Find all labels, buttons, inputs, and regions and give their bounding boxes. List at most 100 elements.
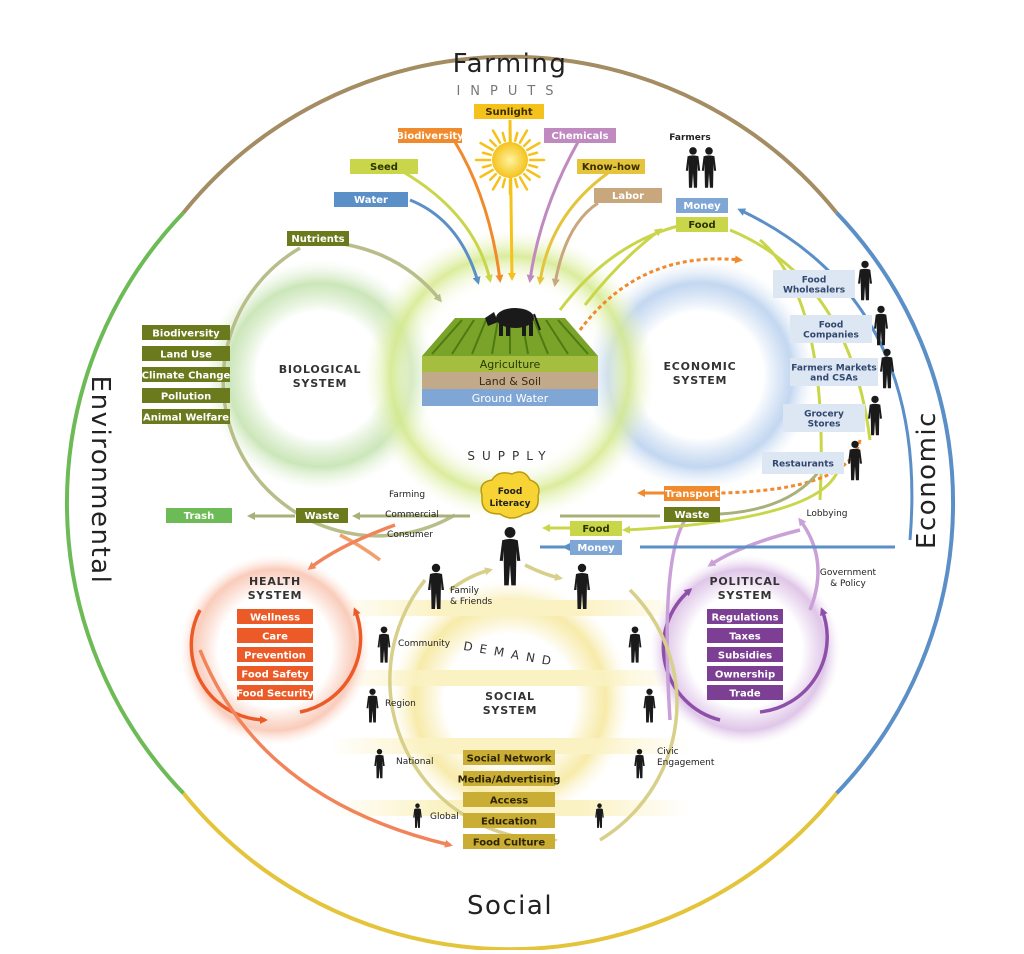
inputs-title: INPUTS [456, 84, 563, 99]
political-cycle-left [661, 588, 721, 722]
economic-actor-label: Wholesalers [783, 286, 845, 296]
straight-arrows [247, 489, 895, 551]
food-to-consumer-arc [622, 469, 840, 534]
sun-ray [526, 141, 541, 152]
economic-actor-person-icon [880, 348, 894, 389]
economic-actor-person-icon [868, 395, 882, 436]
biological-item-label: Climate Change [142, 370, 231, 381]
input-seed: Seed [350, 159, 418, 174]
national-label: National [396, 757, 434, 767]
political-item-label: Subsidies [718, 650, 772, 661]
political-item-label: Regulations [711, 612, 778, 623]
cow-icon [485, 308, 541, 336]
economic-actor-label: Companies [803, 331, 859, 341]
community-label: Community [398, 639, 451, 649]
food-literacy-cloud [480, 471, 540, 519]
health-item-label: Food Safety [241, 669, 309, 680]
economic-actor-label: Food [802, 276, 827, 286]
community-person-right-icon [628, 626, 642, 663]
biological-item-box [142, 409, 230, 424]
biological-item-label: Pollution [161, 391, 211, 402]
social-item-box [463, 792, 555, 807]
social-item-box [463, 834, 555, 849]
sun-icon [474, 124, 546, 196]
layer-land-soil [422, 372, 598, 389]
labor-arrow [551, 201, 599, 287]
layer-ground-water [422, 389, 598, 406]
transport-dashed-return [719, 439, 862, 495]
sun-ray [522, 138, 532, 148]
political-item-label: Trade [729, 688, 761, 699]
social-item-label: Education [481, 816, 537, 827]
transport-box [664, 486, 720, 501]
ring-arc-environmental [64, 211, 185, 795]
health-item-label: Prevention [244, 650, 306, 661]
social-title-line2: SYSTEM [483, 704, 538, 717]
input-labor-box [594, 188, 662, 203]
flow-food-label: Food [582, 524, 609, 535]
economic-actor-person-icon [874, 305, 888, 346]
social-item-box [463, 813, 555, 828]
chemicals-arrow [526, 141, 580, 283]
farm-block: Agriculture Land & Soil Ground Water [422, 308, 598, 406]
biological-title-line1: BIOLOGICAL [279, 363, 362, 376]
political-title-line1: POLITICAL [710, 575, 781, 588]
political-item-box [707, 609, 783, 624]
political-system: POLITICAL SYSTEM Government & Policy Reg… [707, 568, 877, 700]
sun-ray [481, 151, 492, 157]
health-item-label: Wellness [250, 612, 300, 623]
sun-ray [513, 131, 519, 142]
health-cycle-right [299, 607, 363, 714]
money-box-top [676, 198, 728, 213]
sun-ray [518, 176, 529, 191]
health-item-box [237, 647, 313, 662]
knowhow-arrow [536, 171, 609, 285]
health-system: HEALTH SYSTEM WellnessCarePreventionFood… [236, 575, 314, 700]
farmers-label: Farmers [669, 133, 710, 143]
social-glow [390, 580, 630, 820]
social-item-label: Social Network [467, 753, 552, 764]
health-cycle-left [189, 609, 268, 724]
social-items: Social NetworkMedia/AdvertisingAccessEdu… [458, 750, 560, 849]
health-item-label: Food Security [236, 688, 314, 699]
economic-actor-label: Restaurants [772, 460, 834, 470]
food-box-top [676, 217, 728, 232]
economic-title-line1: ECONOMIC [663, 360, 736, 373]
input-sunlight: Sunlight [474, 104, 544, 119]
sun-ray [528, 163, 539, 169]
food-label-top: Food [688, 220, 715, 231]
sun-core [492, 142, 528, 178]
region-label: Region [385, 699, 416, 709]
region-person-icon [366, 688, 379, 723]
family-to-literacy-arc [448, 567, 493, 592]
input-boxes: Sunlight Biodiversity Chemicals Seed Kno… [334, 104, 662, 207]
input-sunlight-label: Sunlight [485, 107, 533, 118]
social-item-box [463, 771, 555, 786]
biological-item-label: Animal Welfare [143, 412, 229, 423]
biological-item-label: Biodiversity [152, 328, 220, 339]
social-item-label: Access [490, 795, 528, 806]
social-band-3 [330, 738, 690, 754]
health-item-box [237, 685, 313, 700]
region-person-right-icon [643, 688, 656, 723]
sun-ray [501, 178, 507, 189]
biological-title-line2: SYSTEM [293, 377, 348, 390]
economic-actor-box [783, 404, 865, 432]
social-cycle-right [599, 588, 679, 842]
layer-agriculture [422, 356, 598, 372]
economic-actor-person-icon [848, 440, 862, 481]
biological-item-box [142, 346, 230, 361]
input-knowhow: Know-how [577, 159, 645, 174]
waste-label: Waste [305, 511, 340, 522]
input-biodiversity: Biodiversity [396, 128, 464, 143]
flow-food-box [570, 521, 622, 536]
trash-box [166, 508, 232, 523]
nutrients-box [287, 231, 349, 246]
sun-ray [481, 163, 492, 169]
trash-label: Trash [184, 511, 214, 522]
input-labor: Labor [594, 188, 662, 203]
input-knowhow-box [577, 159, 645, 174]
sun-ray [513, 178, 519, 189]
